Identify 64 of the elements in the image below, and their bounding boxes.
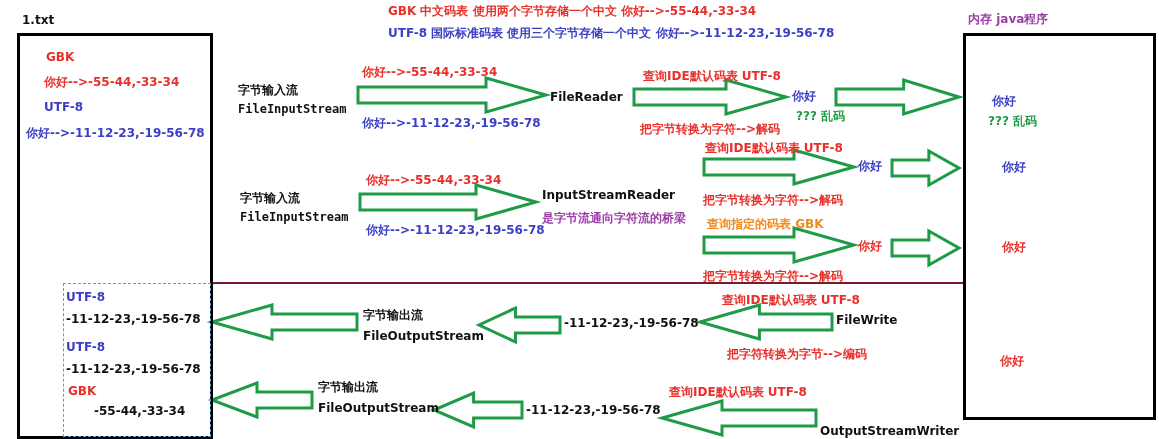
node-text: -11-12-23,-19-56-78 [526,403,661,417]
node-text: 你好-->-11-12-23,-19-56-78 [26,125,205,142]
annotation-text: 查询IDE默认码表 UTF-8 [643,68,781,85]
annotation-text: 把字节转换为字符-->解码 [640,121,780,138]
node-text: 你好 [792,88,816,105]
annotation-text: UTF-8 国际标准码表 使用三个字节存储一个中文 你好-->-11-12-23,-19-56-78 [388,25,835,42]
node-text: FileReader [550,90,623,104]
node-text: 字节输入流 [238,82,298,99]
annotation-text: 把字节转换为字符-->解码 [703,268,843,285]
annotation-text: 查询指定的码表 GBK [707,216,824,233]
box-heading: 1.txt [22,13,55,27]
block-arrow [834,77,965,117]
node-text: FileOutputStream [363,329,484,343]
node-text: -11-12-23,-19-56-78 [564,316,699,330]
node-text: UTF-8 [66,340,106,354]
annotation-text: GBK 中文码表 使用两个字节存储一个中文 你好-->-55-44,-33-34 [388,3,757,20]
node-text: OutputStreamWriter [820,424,960,438]
annotation-text: 你好-->-11-12-23,-19-56-78 [362,115,541,132]
annotation-text: 查询IDE默认码表 UTF-8 [722,292,860,309]
node-text: FileInputStream [238,102,347,116]
node-text: -11-12-23,-19-56-78 [66,362,201,376]
node-text: 你好 [1002,159,1026,176]
block-arrow [358,183,542,221]
block-arrow [475,305,562,345]
block-arrow [702,226,860,264]
block-arrow [207,380,314,420]
node-text: FileWrite [836,313,898,327]
node-text: 你好 [858,158,882,175]
annotation-text: 你好-->-11-12-23,-19-56-78 [366,223,545,239]
annotation-text: 你好-->-55-44,-33-34 [366,172,502,189]
block-arrow [632,78,792,116]
node-text: 你好 [1000,353,1024,370]
box-heading: 内存 java程序 [968,11,1049,28]
block-arrow [890,148,963,188]
node-text: 是字节流通向字符流的桥梁 [542,210,686,226]
node-text: InputStreamReader [542,188,676,202]
annotation-text: 把字节转换为字符-->解码 [703,192,843,209]
node-text: 你好 [992,93,1016,110]
node-text: FileOutputStream [318,401,439,415]
node-text: 字节输出流 [363,307,423,324]
block-arrow [702,148,860,186]
annotation-text: 查询IDE默认码表 UTF-8 [669,384,807,401]
annotation-text: 把字符转换为字节-->编码 [727,346,867,363]
node-text: 你好-->-55-44,-33-34 [44,74,180,91]
annotation-text: 你好-->-55-44,-33-34 [362,64,498,81]
block-arrow [206,303,359,341]
selection-box [63,283,211,437]
node-text: UTF-8 [66,290,106,304]
node-text: 你好 [858,238,882,255]
node-text: 字节输出流 [318,379,378,396]
node-text: -11-12-23,-19-56-78 [66,312,201,326]
block-arrow [890,228,963,268]
node-text: -55-44,-33-34 [94,404,186,418]
node-text: 你好 [1002,239,1026,256]
node-text: UTF-8 [44,100,84,114]
annotation-text: 查询IDE默认码表 UTF-8 [705,140,843,157]
node-text: ??? 乱码 [988,113,1038,130]
node-text: GBK [68,384,97,398]
node-text: ??? 乱码 [796,108,846,125]
node-text: 字节输入流 [240,190,300,207]
node-text: GBK [46,50,75,64]
block-arrow [656,399,818,437]
block-arrow [356,76,552,114]
node-text: FileInputStream [240,210,349,224]
